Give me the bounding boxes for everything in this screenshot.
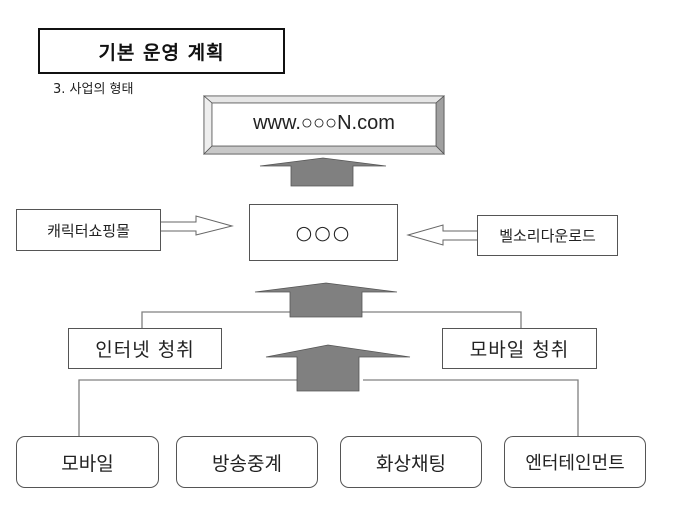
up-arrow-icon bbox=[254, 282, 398, 318]
top-site-label: www.○○○N.com bbox=[253, 111, 395, 134]
right-input-label: 벨소리다운로드 bbox=[499, 227, 596, 245]
source-label: 방송중계 bbox=[212, 452, 282, 475]
page-title: 기본 운영 계획 bbox=[38, 28, 285, 74]
left-arrow-icon bbox=[406, 224, 479, 246]
source-label: 모바일 bbox=[61, 452, 114, 475]
channel-label: 인터넷 청취 bbox=[95, 339, 195, 361]
connector-line bbox=[363, 379, 579, 436]
connector-line bbox=[78, 379, 297, 436]
center-service-label: ○○○ bbox=[295, 221, 352, 244]
channel-box-internet: 인터넷 청취 bbox=[68, 328, 222, 369]
connector-line bbox=[362, 311, 522, 328]
source-box-videochat: 화상채팅 bbox=[340, 436, 482, 488]
channel-box-mobile: 모바일 청취 bbox=[442, 328, 597, 369]
section-subtitle: 3. 사업의 형태 bbox=[53, 82, 134, 97]
source-box-mobile: 모바일 bbox=[16, 436, 159, 488]
left-input-label: 캐릭터쇼핑몰 bbox=[47, 221, 130, 240]
right-input-box: 벨소리다운로드 bbox=[477, 215, 618, 256]
source-label: 화상채팅 bbox=[376, 452, 446, 475]
source-box-entertainment: 엔터테인먼트 bbox=[504, 436, 646, 488]
center-service-box: ○○○ bbox=[249, 204, 398, 261]
left-input-box: 캐릭터쇼핑몰 bbox=[16, 209, 161, 251]
up-arrow-icon bbox=[259, 157, 387, 187]
source-box-broadcast: 방송중계 bbox=[176, 436, 318, 488]
channel-label: 모바일 청취 bbox=[469, 339, 570, 361]
bevel-frame bbox=[202, 95, 446, 155]
right-arrow-icon bbox=[159, 215, 234, 236]
source-label: 엔터테인먼트 bbox=[525, 453, 625, 474]
up-arrow-icon bbox=[265, 344, 411, 392]
connector-line bbox=[141, 311, 290, 328]
